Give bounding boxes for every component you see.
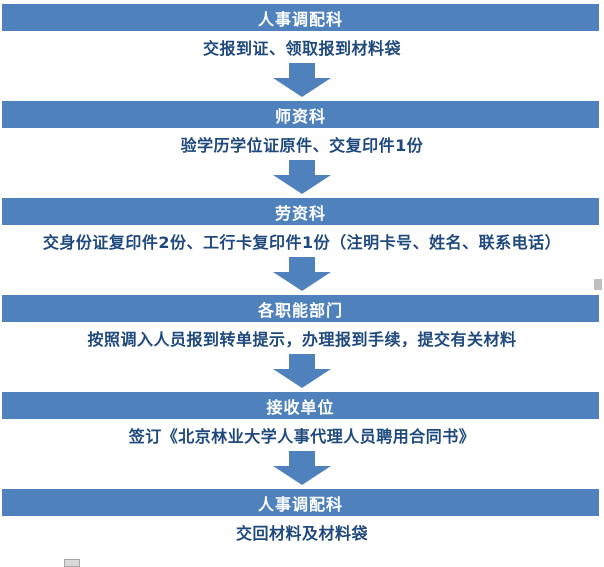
step-action: 签订《北京林业大学人事代理人员聘用合同书》	[128, 427, 476, 446]
flow-step-1: 人事调配科 交报到证、领取报到材料袋	[0, 4, 604, 101]
down-arrow-icon	[273, 160, 331, 194]
step-title: 师资科	[274, 106, 326, 126]
down-arrow-icon	[273, 63, 331, 97]
step-title-bar: 劳资科	[2, 198, 599, 225]
down-arrow-icon	[273, 257, 331, 291]
flow-step-2: 师资科 验学历学位证原件、交复印件1份	[0, 101, 604, 198]
step-action: 交报到证、领取报到材料袋	[202, 39, 401, 58]
flow-step-5: 接收单位 签订《北京林业大学人事代理人员聘用合同书》	[0, 392, 604, 489]
step-title: 劳资科	[274, 203, 326, 223]
document-edge-mark	[594, 279, 602, 290]
step-title-bar: 各职能部门	[2, 295, 599, 322]
down-arrow-icon	[273, 451, 331, 485]
step-action: 验学历学位证原件、交复印件1份	[180, 136, 424, 155]
step-action: 按照调入人员报到转单提示，办理报到手续，提交有关材料	[87, 330, 517, 349]
document-handle-mark	[64, 559, 80, 567]
step-title: 接收单位	[266, 397, 335, 417]
down-arrow-icon	[273, 354, 331, 388]
step-action: 交回材料及材料袋	[235, 524, 368, 543]
step-title: 人事调配科	[257, 9, 343, 29]
step-title: 各职能部门	[257, 300, 343, 320]
step-title: 人事调配科	[257, 494, 343, 514]
step-title-bar: 师资科	[2, 101, 599, 128]
flow-step-4: 各职能部门 按照调入人员报到转单提示，办理报到手续，提交有关材料	[0, 295, 604, 392]
flow-step-3: 劳资科 交身份证复印件2份、工行卡复印件1份（注明卡号、姓名、联系电话）	[0, 198, 604, 295]
step-title-bar: 人事调配科	[2, 489, 599, 516]
step-title-bar: 接收单位	[2, 392, 599, 419]
step-action: 交身份证复印件2份、工行卡复印件1份（注明卡号、姓名、联系电话）	[42, 233, 562, 252]
step-title-bar: 人事调配科	[2, 4, 599, 31]
flow-step-6: 人事调配科 交回材料及材料袋	[0, 489, 604, 548]
